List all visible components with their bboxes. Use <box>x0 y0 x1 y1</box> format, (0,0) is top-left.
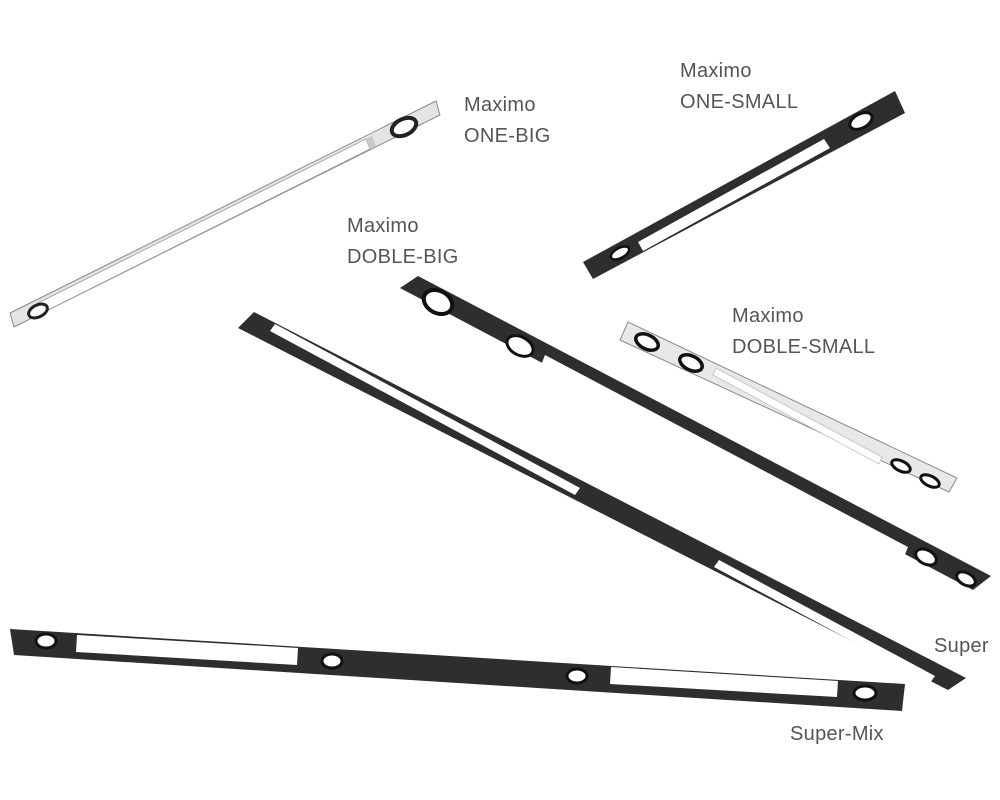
spotlight-icon <box>890 458 912 474</box>
label-model: ONE-SMALL <box>680 91 799 113</box>
spotlight-icon <box>609 245 631 261</box>
label-series: Maximo <box>347 215 419 237</box>
label-doble-small: Maximo DOBLE-SMALL <box>732 301 875 363</box>
spotlight-icon <box>389 115 419 139</box>
fixture-super <box>238 312 966 690</box>
label-model: DOBLE-BIG <box>347 246 459 268</box>
fixture-doble-big <box>400 276 991 590</box>
label-model: Super <box>934 635 989 657</box>
spotlight-icon <box>919 473 941 489</box>
spotlight-icon <box>34 632 58 650</box>
spotlight-icon <box>955 570 977 588</box>
spotlight-icon <box>848 111 874 131</box>
fixture-one-big <box>9 100 441 328</box>
fixture-doble-small <box>619 321 958 493</box>
spotlight-icon <box>914 547 938 567</box>
spotlight-icon <box>852 684 878 702</box>
label-model: ONE-BIG <box>464 125 551 147</box>
label-one-small: Maximo ONE-SMALL <box>680 56 798 118</box>
spotlight-icon <box>565 667 589 685</box>
label-model: Super-Mix <box>790 723 884 745</box>
spotlight-icon <box>678 353 704 373</box>
label-model: DOBLE-SMALL <box>732 336 876 358</box>
fixture-super-mix <box>10 629 905 711</box>
spotlight-icon <box>27 302 49 320</box>
label-series: Maximo <box>680 60 752 82</box>
spotlight-icon <box>320 652 344 670</box>
label-one-big: Maximo ONE-BIG <box>464 90 551 152</box>
label-super: Super <box>934 631 989 662</box>
spotlight-icon <box>634 332 660 352</box>
spotlight-icon <box>505 334 535 358</box>
fixture-one-small <box>583 91 905 279</box>
label-series: Maximo <box>464 94 536 116</box>
spotlight-icon <box>421 288 455 316</box>
label-super-mix: Super-Mix <box>790 719 884 750</box>
label-series: Maximo <box>732 305 804 327</box>
label-doble-big: Maximo DOBLE-BIG <box>347 211 459 273</box>
